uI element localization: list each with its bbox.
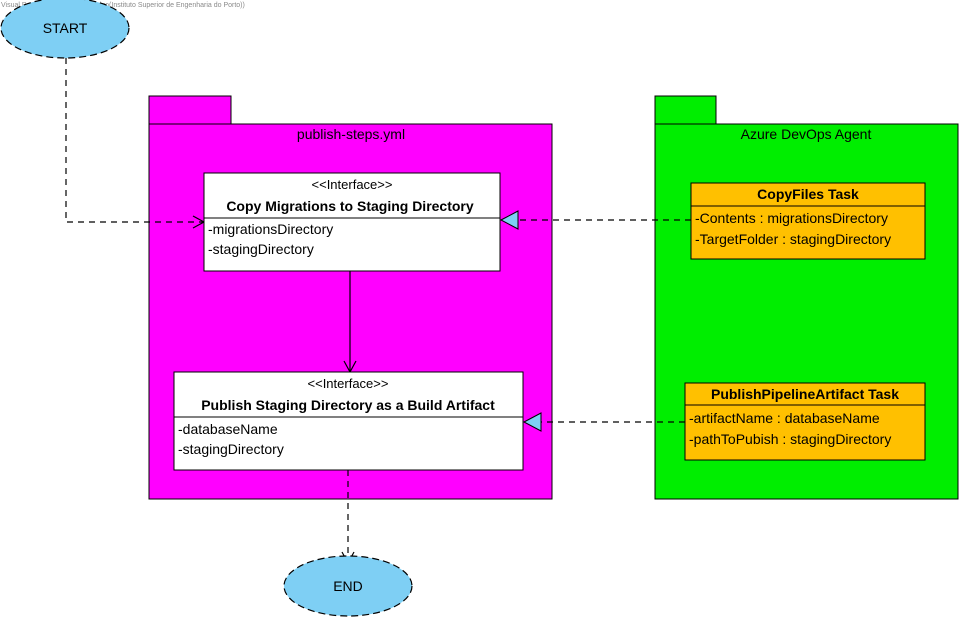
task-name: CopyFiles Task xyxy=(757,186,859,202)
package-name: Azure DevOps Agent xyxy=(741,126,872,142)
interface-name: Publish Staging Directory as a Build Art… xyxy=(201,397,495,413)
interface-stereotype: <<Interface>> xyxy=(308,376,389,391)
task-attribute: -Contents : migrationsDirectory xyxy=(695,210,888,226)
interface-copy-migrations[interactable]: <<Interface>> Copy Migrations to Staging… xyxy=(203,172,501,272)
realization-triangle-icon xyxy=(499,210,519,230)
interface-box xyxy=(203,172,501,272)
watermark-text: Visual Paradigm Standard(Rodrigo(Institu… xyxy=(1,2,245,9)
interface-stereotype: <<Interface>> xyxy=(312,177,393,192)
task-attribute: -pathToPubish : stagingDirectory xyxy=(689,431,891,447)
task-attribute: -TargetFolder : stagingDirectory xyxy=(695,231,891,247)
interface-box xyxy=(173,371,524,471)
task-box xyxy=(690,182,926,260)
task-name: PublishPipelineArtifact Task xyxy=(711,386,899,402)
start-ellipse xyxy=(0,0,130,59)
interface-attribute: -stagingDirectory xyxy=(208,241,314,257)
realization-triangle-icon xyxy=(522,412,542,432)
connectors xyxy=(65,58,691,565)
interface-attribute: -databaseName xyxy=(178,421,278,437)
interface-attribute: -stagingDirectory xyxy=(178,441,284,457)
start-to-copy-connector xyxy=(65,58,206,229)
task-box xyxy=(684,382,926,461)
end-node[interactable]: END xyxy=(283,555,413,617)
start-label: START xyxy=(43,20,88,36)
task-attribute: -artifactName : databaseName xyxy=(689,410,880,426)
start-node[interactable]: START xyxy=(0,0,130,59)
task-copyfiles[interactable]: CopyFiles Task -Contents : migrationsDir… xyxy=(690,182,926,260)
interface-publish-staging[interactable]: <<Interface>> Publish Staging Directory … xyxy=(173,371,524,471)
end-label: END xyxy=(333,578,363,594)
interface-name: Copy Migrations to Staging Directory xyxy=(226,198,474,214)
task-publish-pipeline-artifact[interactable]: PublishPipelineArtifact Task -artifactNa… xyxy=(684,382,926,461)
interface-attribute: -migrationsDirectory xyxy=(208,221,333,237)
package-tab xyxy=(654,95,717,125)
package-name: publish-steps.yml xyxy=(297,126,405,142)
package-tab xyxy=(148,95,232,125)
end-ellipse xyxy=(283,555,413,617)
